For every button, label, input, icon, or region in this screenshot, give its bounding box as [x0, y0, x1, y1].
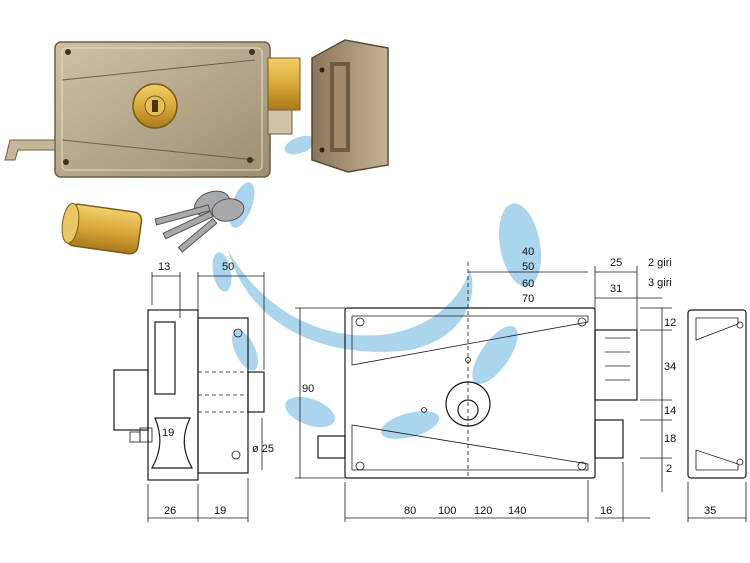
- dim-13: 13: [158, 261, 170, 273]
- dim-40: 40: [522, 246, 534, 258]
- dim-80: 80: [404, 505, 416, 517]
- dimension-labels: 13 50 19 26 19 ø 25 90 40 50 60 70 80 10…: [158, 246, 716, 517]
- lock-photo: [4, 41, 301, 178]
- side-view-drawing: [113, 272, 265, 522]
- keeper-photo: [311, 39, 389, 173]
- dim-19-knob: 19: [162, 427, 174, 439]
- dim-140: 140: [508, 505, 526, 517]
- dim-16: 16: [600, 505, 612, 517]
- dim-50-side: 50: [222, 261, 234, 273]
- dim-2-giri: 2 giri: [648, 257, 672, 269]
- dim-19-bottom: 19: [214, 505, 226, 517]
- dim-70: 70: [522, 293, 534, 305]
- dim-2: 2: [666, 463, 672, 475]
- dim-120: 120: [474, 505, 492, 517]
- dim-35: 35: [704, 505, 716, 517]
- dim-25-keeper: 25: [610, 257, 622, 269]
- dim-60: 60: [522, 278, 534, 290]
- dim-12: 12: [664, 317, 676, 329]
- dim-diameter-25: ø 25: [252, 443, 274, 455]
- dim-90: 90: [302, 383, 314, 395]
- dim-14: 14: [664, 405, 676, 417]
- dim-34: 34: [664, 361, 676, 373]
- front-view-drawing: [295, 262, 672, 522]
- keys-photo: [154, 190, 245, 253]
- cylinder-photo: [61, 202, 143, 255]
- keeper-drawing: [687, 309, 747, 522]
- dim-31: 31: [610, 283, 622, 295]
- dim-3-giri: 3 giri: [648, 277, 672, 289]
- dim-100: 100: [438, 505, 456, 517]
- dim-18: 18: [664, 433, 676, 445]
- dim-26: 26: [164, 505, 176, 517]
- dim-50: 50: [522, 261, 534, 273]
